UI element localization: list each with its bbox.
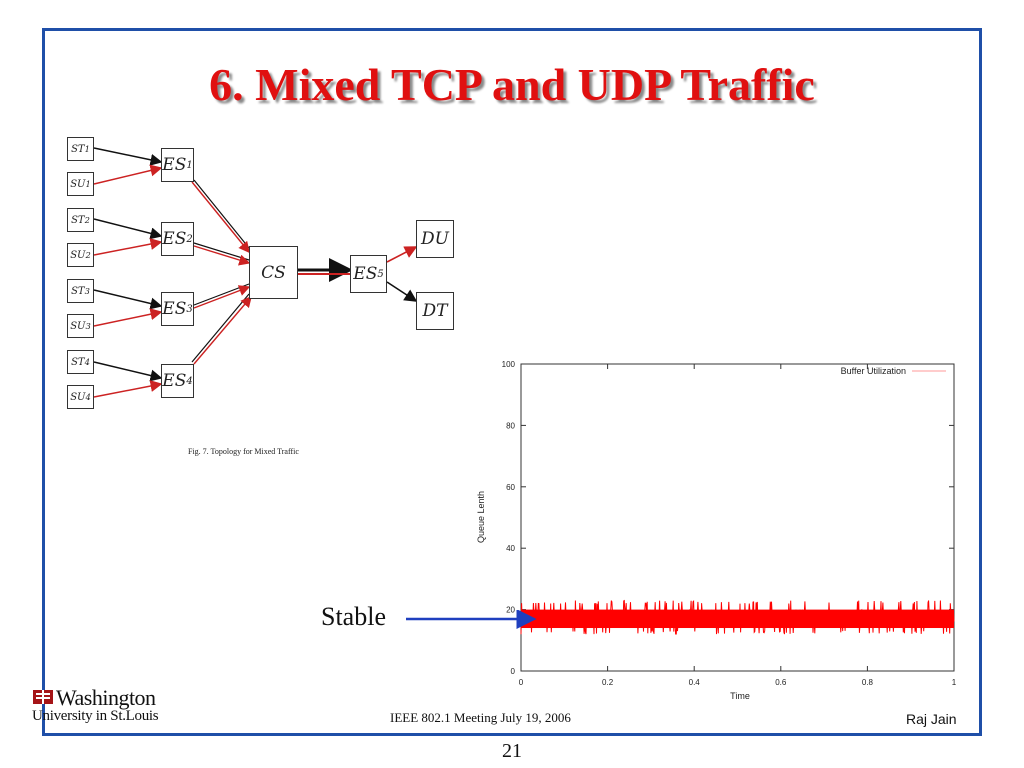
node-du: DU	[416, 220, 454, 258]
link-es2-cs-k	[193, 242, 250, 261]
link-su4-es4	[93, 380, 163, 398]
series-line	[520, 599, 955, 635]
link-es5-dt	[386, 281, 418, 302]
node-cs: CS	[249, 246, 298, 299]
x-tick-label: 0	[519, 678, 524, 687]
series-buffer-utilization	[520, 599, 955, 635]
link-es5-du	[386, 246, 418, 263]
link-st2-es2	[93, 218, 163, 240]
x-axis-label: Time	[730, 691, 750, 701]
link-es2-cs-r	[193, 245, 251, 266]
x-tick-label: 0.8	[862, 678, 874, 687]
y-axis-ticks: 0 20 40 60 80 100	[502, 360, 954, 676]
link-es1-cs-k	[193, 179, 250, 249]
x-tick-label: 0.2	[602, 678, 614, 687]
slide-frame	[42, 28, 982, 736]
legend-label: Buffer Utilization	[841, 366, 906, 376]
footer-meeting: IEEE 802.1 Meeting July 19, 2006	[390, 710, 571, 725]
link-su1-es1	[93, 164, 163, 185]
y-tick-label: 20	[506, 606, 515, 615]
link-su3-es3	[93, 308, 163, 327]
y-tick-label: 60	[506, 483, 515, 492]
link-su2-es2	[93, 238, 163, 256]
y-tick-label: 0	[511, 667, 516, 676]
slide-title: 6. Mixed TCP and UDP Traffic	[209, 59, 815, 110]
y-tick-label: 80	[506, 421, 515, 430]
queue-length-chart: 0 20 40 60 80 100 0 0.2 0.4 0.6 0.8 1 Time Queue L…	[476, 360, 957, 701]
link-es3-cs-k	[193, 283, 250, 306]
x-tick-label: 0.4	[689, 678, 701, 687]
link-es3-cs-r	[193, 285, 251, 309]
y-axis-label: Queue Lenth	[476, 491, 486, 543]
link-st4-es4	[93, 361, 163, 382]
university-shield-icon	[33, 690, 53, 704]
node-dt: DT	[416, 292, 454, 330]
x-tick-label: 1	[952, 678, 957, 687]
stable-label: Stable	[321, 602, 386, 631]
y-tick-label: 100	[502, 360, 516, 369]
link-es1-cs-r	[191, 181, 250, 254]
page-number: 21	[502, 740, 522, 762]
x-tick-label: 0.6	[775, 678, 787, 687]
logo-line-2: University in St.Louis	[32, 708, 159, 724]
y-tick-label: 40	[506, 544, 515, 553]
link-es4-cs-r	[193, 295, 252, 365]
link-es4-cs-k	[191, 293, 250, 363]
link-st3-es3	[93, 289, 163, 310]
link-st1-es1	[93, 147, 163, 166]
x-axis-ticks: 0 0.2 0.4 0.6 0.8 1	[519, 364, 957, 687]
stable-arrow	[406, 610, 537, 629]
logo-line-1: Washington	[56, 685, 156, 710]
legend: Buffer Utilization	[841, 366, 946, 376]
figure-caption: Fig. 7. Topology for Mixed Traffic	[188, 447, 299, 456]
footer-author: Raj Jain	[906, 711, 957, 727]
